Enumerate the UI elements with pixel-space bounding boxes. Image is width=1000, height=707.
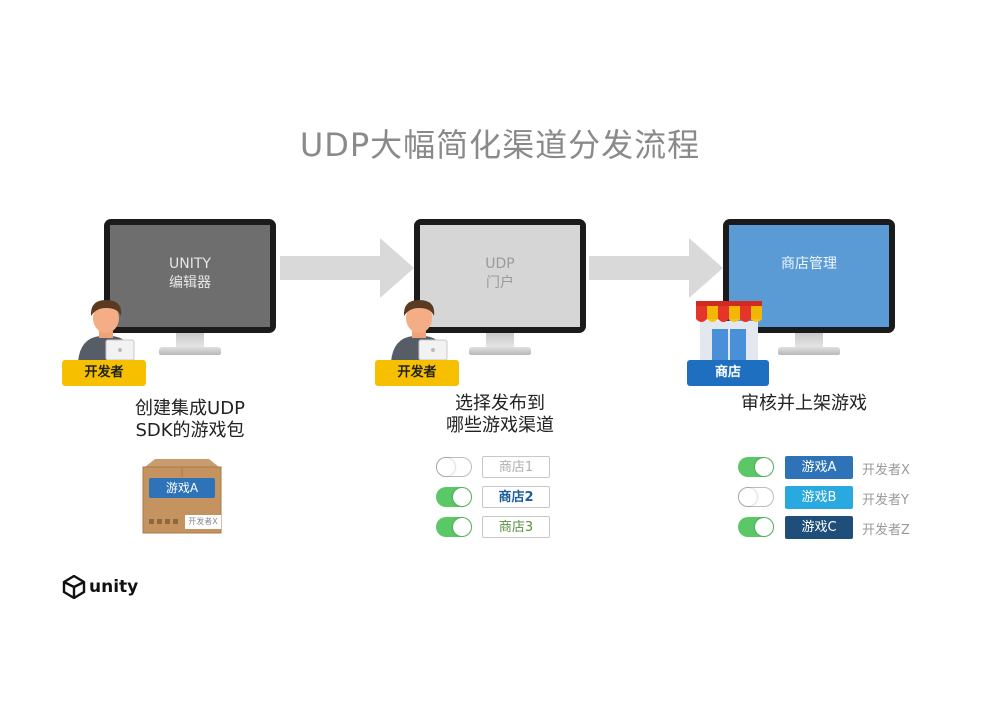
monitor-screen: UNITY 编辑器: [110, 225, 270, 327]
screen-line: 门户: [486, 275, 514, 291]
developer-avatar-icon: [391, 300, 448, 362]
package-developer-label: 开发者X: [185, 515, 221, 529]
game-a-developer: 开发者X: [862, 463, 910, 478]
game-b-label: 游戏B: [785, 486, 853, 509]
screen-line: UNITY: [169, 256, 211, 272]
screen-line: 商店管理: [781, 256, 837, 272]
game-package-box: 游戏A 开发者X: [141, 457, 223, 535]
unity-logo-text: unity: [89, 577, 139, 597]
step-caption: 选择发布到 哪些游戏渠道: [414, 393, 586, 437]
caption-line: 创建集成UDP: [135, 398, 245, 419]
page-title: UDP大幅简化渠道分发流程: [299, 126, 701, 164]
unity-logo: unity: [62, 575, 138, 599]
store-2-label: 商店2: [482, 486, 550, 508]
step-caption: 审核并上架游戏: [718, 393, 890, 415]
step-caption: 创建集成UDP SDK的游戏包: [104, 398, 276, 442]
role-tag-store: 商店: [687, 360, 769, 386]
game-b-developer: 开发者Y: [862, 493, 909, 508]
monitor-unity-editor: UNITY 编辑器: [104, 219, 276, 369]
caption-line: 审核并上架游戏: [741, 393, 867, 414]
caption-line: 选择发布到: [455, 393, 545, 414]
flow-arrow: [589, 238, 723, 298]
game-c-toggle[interactable]: [738, 517, 774, 537]
developer-avatar-icon: [78, 300, 135, 362]
flow-arrow: [280, 238, 414, 298]
store-1-label: 商店1: [482, 456, 550, 478]
store-3-toggle[interactable]: [436, 517, 472, 537]
caption-line: 哪些游戏渠道: [446, 415, 554, 436]
screen-line: UDP: [485, 256, 515, 272]
store-3-label: 商店3: [482, 516, 550, 538]
game-c-label: 游戏C: [785, 516, 853, 539]
game-a-toggle[interactable]: [738, 457, 774, 477]
game-a-label: 游戏A: [785, 456, 853, 479]
game-c-developer: 开发者Z: [862, 523, 910, 538]
role-tag-developer: 开发者: [62, 360, 146, 386]
storefront-icon: [696, 301, 762, 363]
screen-line: 编辑器: [169, 275, 211, 291]
monitor-udp-portal: UDP 门户: [414, 219, 586, 369]
role-tag-developer: 开发者: [375, 360, 459, 386]
package-game-label: 游戏A: [149, 478, 215, 498]
monitor-screen: UDP 门户: [420, 225, 580, 327]
unity-cube-icon: [62, 575, 86, 599]
caption-line: SDK的游戏包: [135, 420, 245, 441]
store-2-toggle[interactable]: [436, 487, 472, 507]
store-1-toggle[interactable]: [436, 457, 472, 477]
game-b-toggle[interactable]: [738, 487, 774, 507]
